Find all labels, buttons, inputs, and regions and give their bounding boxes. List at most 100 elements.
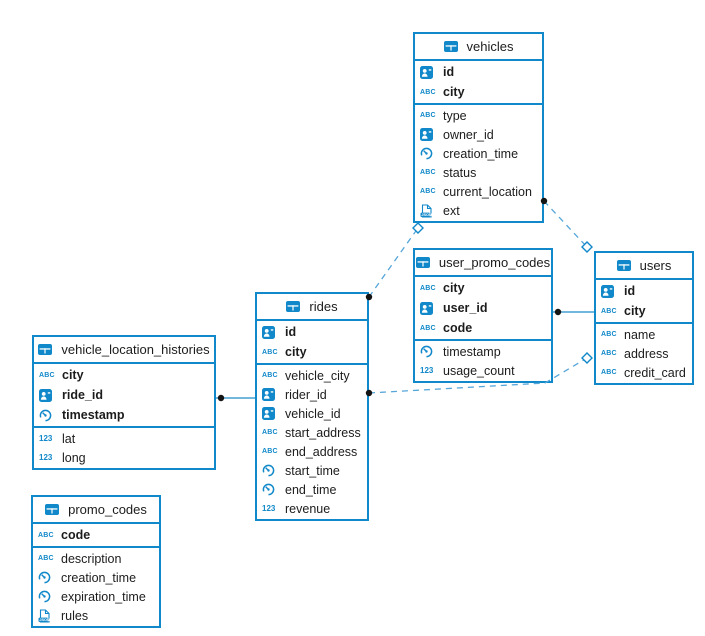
field-label: vehicle_id <box>285 406 341 421</box>
id-card-icon <box>420 128 438 141</box>
field-row-end-address[interactable]: ABC end_address <box>257 442 367 461</box>
field-label: timestamp <box>62 408 125 422</box>
text-icon: ABC <box>39 371 55 379</box>
clock-icon <box>262 464 280 477</box>
field-label: current_location <box>443 184 532 199</box>
field-row-id[interactable]: id <box>596 281 692 301</box>
field-label: end_time <box>285 482 337 497</box>
field-row-timestamp[interactable]: timestamp <box>415 342 551 361</box>
relationship-diamond-endpoint <box>581 241 593 253</box>
field-row-city[interactable]: ABC city <box>34 365 214 385</box>
text-icon: ABC <box>601 369 617 376</box>
table-header[interactable]: rides <box>257 294 367 319</box>
table-header[interactable]: users <box>596 253 692 278</box>
id-card-icon <box>262 325 280 339</box>
table-name: promo_codes <box>68 502 147 517</box>
table-header[interactable]: promo_codes <box>33 497 159 522</box>
field-row-creation-time[interactable]: creation_time <box>415 144 542 163</box>
text-icon: ABC <box>420 284 436 292</box>
table-icon <box>45 504 63 515</box>
clock-icon <box>262 483 280 496</box>
field-label: city <box>62 368 84 382</box>
field-row-end-time[interactable]: end_time <box>257 480 367 499</box>
field-row-id[interactable]: id <box>415 62 542 82</box>
field-label: ext <box>443 203 460 218</box>
connector-vehicles-users[interactable] <box>543 200 587 247</box>
field-row-ext[interactable]: JSON ext <box>415 201 542 220</box>
text-icon: ABC <box>420 188 436 195</box>
number-icon: 123 <box>420 366 434 375</box>
field-row-current-location[interactable]: ABC current_location <box>415 182 542 201</box>
svg-text:JSON: JSON <box>421 213 432 217</box>
table-name: vehicles <box>466 39 514 54</box>
table-name: users <box>639 258 672 273</box>
field-label: creation_time <box>443 146 519 161</box>
field-label: timestamp <box>443 344 501 359</box>
field-row-rider-id[interactable]: rider_id <box>257 385 367 404</box>
relationship-diamond-endpoint <box>581 352 593 364</box>
field-label: vehicle_city <box>285 368 350 383</box>
field-row-id[interactable]: id <box>257 322 367 342</box>
text-icon: ABC <box>38 531 54 539</box>
text-icon: ABC <box>420 169 436 176</box>
text-icon: ABC <box>601 350 617 357</box>
connector-rides-vehicles[interactable] <box>368 227 419 298</box>
text-icon: ABC <box>262 448 278 455</box>
text-icon: ABC <box>262 372 278 379</box>
clock-icon <box>38 571 56 584</box>
field-row-owner-id[interactable]: owner_id <box>415 125 542 144</box>
field-row-expiration-time[interactable]: expiration_time <box>33 587 159 606</box>
field-label: end_address <box>285 444 358 459</box>
field-label: type <box>443 108 467 123</box>
svg-text:JSON: JSON <box>39 618 50 622</box>
table-header[interactable]: vehicles <box>415 34 542 59</box>
field-row-start-time[interactable]: start_time <box>257 461 367 480</box>
table-name: user_promo_codes <box>438 255 551 270</box>
field-label: usage_count <box>443 363 515 378</box>
table-header[interactable]: vehicle_location_histories <box>34 337 214 362</box>
table-vehicle-location-histories[interactable]: vehicle_location_histories ABC city ride_i… <box>32 335 216 470</box>
relationship-diamond-endpoint <box>412 222 424 234</box>
field-row-vehicle-id[interactable]: vehicle_id <box>257 404 367 423</box>
clock-icon <box>420 147 438 160</box>
field-row-usage-count[interactable]: 123 usage_count <box>415 361 551 380</box>
field-row-vehicle-city[interactable]: ABC vehicle_city <box>257 366 367 385</box>
text-icon: ABC <box>38 555 54 562</box>
id-card-icon <box>262 407 280 420</box>
field-row-timestamp[interactable]: timestamp <box>34 405 214 425</box>
field-row-creation-time[interactable]: creation_time <box>33 568 159 587</box>
field-row-user-id[interactable]: user_id <box>415 298 551 318</box>
table-header[interactable]: user_promo_codes <box>415 250 551 275</box>
field-row-ride-id[interactable]: ride_id <box>34 385 214 405</box>
field-label: city <box>285 345 307 359</box>
